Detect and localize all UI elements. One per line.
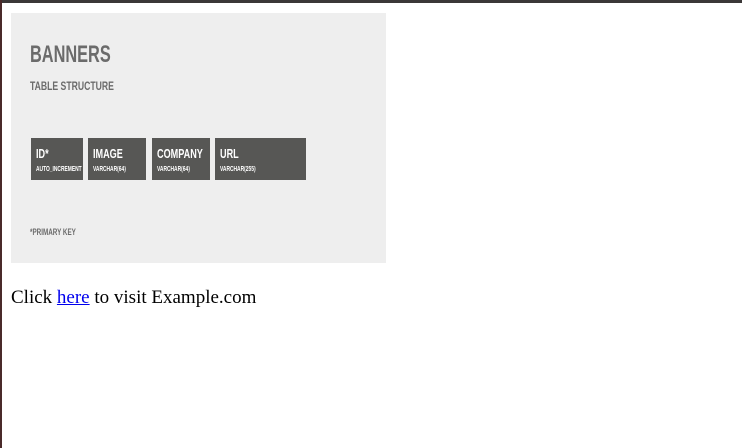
field-type: VARCHAR(64) bbox=[157, 166, 190, 173]
window-left-border bbox=[0, 0, 2, 448]
field-company: COMPANY VARCHAR(64) bbox=[152, 138, 210, 180]
message-suffix: to visit Example.com bbox=[89, 287, 257, 308]
field-name: COMPANY bbox=[157, 146, 203, 161]
message-prefix: Click bbox=[11, 287, 57, 308]
table-structure-image: BANNERS TABLE STRUCTURE ID* AUTO_INCREME… bbox=[11, 13, 386, 263]
field-name: IMAGE bbox=[93, 146, 123, 161]
table-subtitle: TABLE STRUCTURE bbox=[30, 79, 114, 93]
field-name: ID* bbox=[36, 146, 49, 161]
table-title: BANNERS bbox=[30, 41, 111, 68]
field-id: ID* AUTO_INCREMENT bbox=[31, 138, 83, 180]
window-top-border bbox=[0, 0, 742, 3]
primary-key-footnote: *PRIMARY KEY bbox=[30, 227, 76, 237]
field-type: VARCHAR(64) bbox=[93, 166, 126, 173]
field-image: IMAGE VARCHAR(64) bbox=[88, 138, 146, 180]
here-link[interactable]: here bbox=[56, 287, 90, 308]
field-url: URL VARCHAR(255) bbox=[215, 138, 306, 180]
field-type: AUTO_INCREMENT bbox=[36, 166, 82, 173]
field-name: URL bbox=[220, 146, 239, 161]
visit-message: Click here to visit Example.com bbox=[11, 287, 256, 309]
field-type: VARCHAR(255) bbox=[220, 166, 256, 173]
